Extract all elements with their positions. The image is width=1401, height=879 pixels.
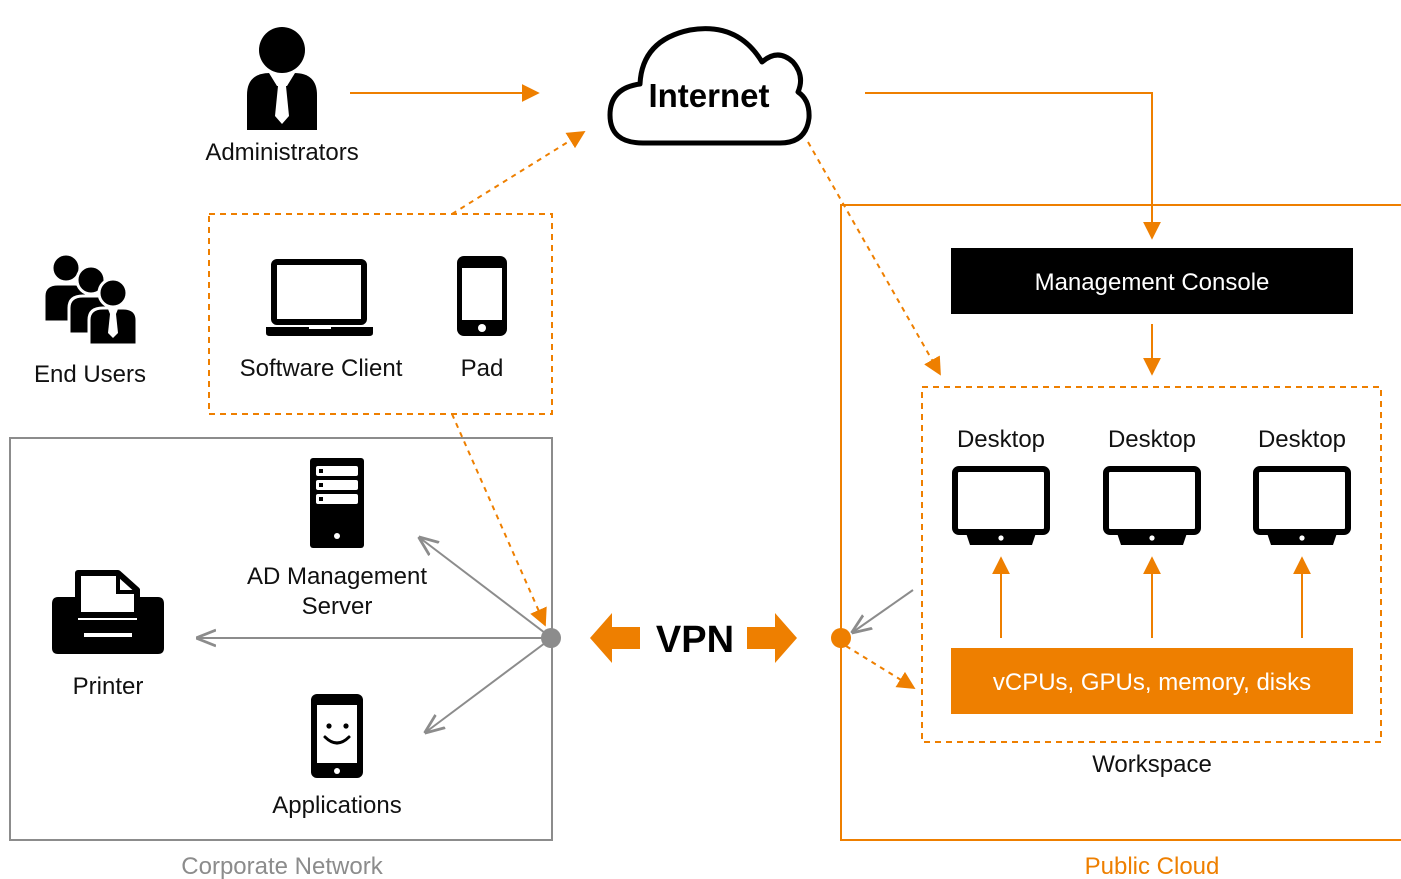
workspace-label: Workspace [1092, 751, 1212, 778]
desktop-label-3: Desktop [1258, 426, 1346, 453]
public-cloud-box [840, 204, 1401, 841]
laptop-icon [266, 259, 373, 336]
desktop-label-2: Desktop [1108, 426, 1196, 453]
monitor-icon [1253, 466, 1351, 545]
corporate-network-label: Corporate Network [181, 853, 383, 879]
client-devices-box [208, 213, 553, 415]
vpn-left-arrow-icon [590, 613, 640, 663]
client-to-internet-arrow [451, 131, 586, 215]
workspace-to-cloud-node-arrow [853, 589, 914, 632]
printer-icon [52, 570, 164, 654]
smartphone-icon [311, 694, 363, 778]
end-users-label: End Users [34, 361, 146, 388]
resources-label: vCPUs, GPUs, memory, disks [993, 669, 1311, 696]
server-icon [310, 458, 364, 548]
corporate-vpn-node [541, 628, 561, 648]
management-console-label: Management Console [1035, 269, 1270, 296]
monitor-icon [952, 466, 1050, 545]
internet-label: Internet [648, 77, 769, 114]
monitor-icon [1103, 466, 1201, 545]
client-to-hub-arrow [451, 413, 547, 627]
cloud-node-to-resources-arrow [845, 645, 916, 689]
tablet-icon [457, 256, 507, 336]
internet-to-console-arrow [865, 92, 1161, 240]
cloud-vpn-node [831, 628, 851, 648]
user-group-icon [42, 252, 139, 347]
hub-to-applications-arrow [426, 642, 546, 732]
cloud-icon [607, 26, 812, 146]
hub-to-ad-server-arrow [420, 538, 546, 634]
applications-label: Applications [272, 792, 401, 819]
internet-to-workspace-arrow [807, 141, 941, 376]
vpn-right-arrow-icon [747, 613, 797, 663]
public-cloud-label: Public Cloud [1085, 853, 1220, 879]
person-icon [247, 27, 317, 130]
ad-server-label-line1: AD Management [247, 563, 427, 590]
management-console-box [951, 248, 1353, 314]
desktop-label-1: Desktop [957, 426, 1045, 453]
printer-label: Printer [73, 673, 144, 700]
vpn-label: VPN [656, 619, 734, 661]
software-client-label: Software Client [240, 355, 403, 382]
pad-label: Pad [461, 355, 504, 382]
ad-server-label-line2: Server [302, 593, 373, 620]
resources-box [951, 648, 1353, 714]
administrators-label: Administrators [205, 139, 358, 166]
